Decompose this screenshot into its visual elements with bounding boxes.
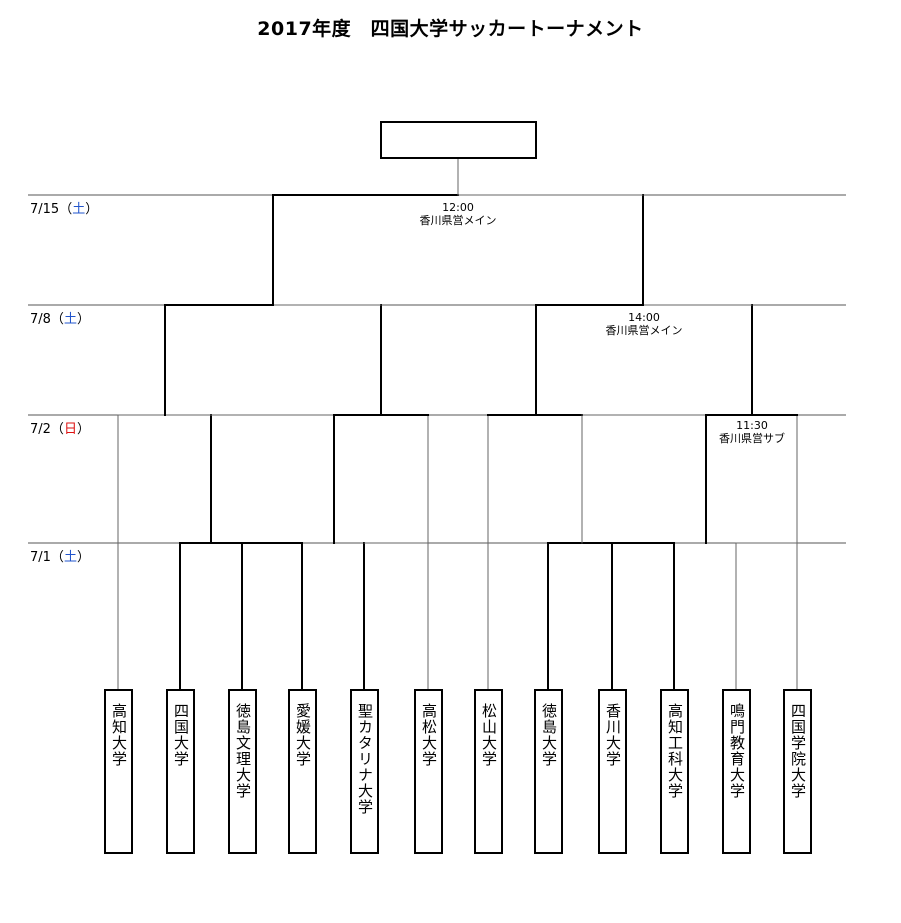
quarterfinal-match-note: 11:30 香川県営サブ	[692, 419, 812, 445]
round-label-7-1: 7/1（土）	[30, 550, 90, 565]
champion-box	[380, 121, 537, 159]
semifinal-match-note: 14:00 香川県営メイン	[584, 311, 704, 337]
team-name: 四国大学	[172, 703, 190, 767]
team-name: 高知工科大学	[666, 703, 684, 799]
team-name: 高知大学	[110, 703, 128, 767]
round-date: 7/15	[30, 202, 60, 217]
team-box: 聖カタリナ大学	[350, 689, 379, 854]
match-time: 14:00	[628, 311, 660, 324]
team-name: 香川大学	[604, 703, 622, 767]
round-label-7-8: 7/8（土）	[30, 312, 90, 327]
round-date: 7/1	[30, 550, 51, 565]
team-box: 高知大学	[104, 689, 133, 854]
round-label-7-2: 7/2（日）	[30, 422, 90, 437]
team-name: 愛媛大学	[294, 703, 312, 767]
round-day: 日	[63, 422, 77, 437]
team-box: 鳴門教育大学	[722, 689, 751, 854]
round-date-lines	[28, 194, 846, 544]
team-name: 徳島大学	[540, 703, 558, 767]
team-box: 松山大学	[474, 689, 503, 854]
round-label-7-15: 7/15（土）	[30, 202, 99, 217]
match-time: 11:30	[736, 419, 768, 432]
team-box: 四国学院大学	[783, 689, 812, 854]
round-date: 7/8	[30, 312, 51, 327]
team-box: 愛媛大学	[288, 689, 317, 854]
team-name: 鳴門教育大学	[728, 703, 746, 799]
team-box: 高知工科大学	[660, 689, 689, 854]
team-box: 徳島大学	[534, 689, 563, 854]
round-day: 土	[63, 312, 77, 327]
round-day: 土	[72, 202, 86, 217]
page-title: 2017年度 四国大学サッカートーナメント	[257, 18, 644, 40]
match-venue: 香川県営メイン	[605, 324, 683, 337]
team-name: 高松大学	[420, 703, 438, 767]
team-name: 聖カタリナ大学	[356, 703, 374, 815]
team-box: 香川大学	[598, 689, 627, 854]
match-time: 12:00	[442, 201, 474, 214]
match-venue: 香川県営メイン	[419, 214, 497, 227]
team-box: 高松大学	[414, 689, 443, 854]
team-name: 四国学院大学	[789, 703, 807, 799]
team-name: 徳島文理大学	[234, 703, 252, 799]
team-box: 四国大学	[166, 689, 195, 854]
team-name: 松山大学	[480, 703, 498, 767]
bracket-lines	[117, 158, 798, 690]
team-box: 徳島文理大学	[228, 689, 257, 854]
final-match-note: 12:00 香川県営メイン	[398, 201, 518, 227]
round-day: 土	[63, 550, 77, 565]
match-venue: 香川県営サブ	[719, 432, 785, 445]
round-date: 7/2	[30, 422, 51, 437]
